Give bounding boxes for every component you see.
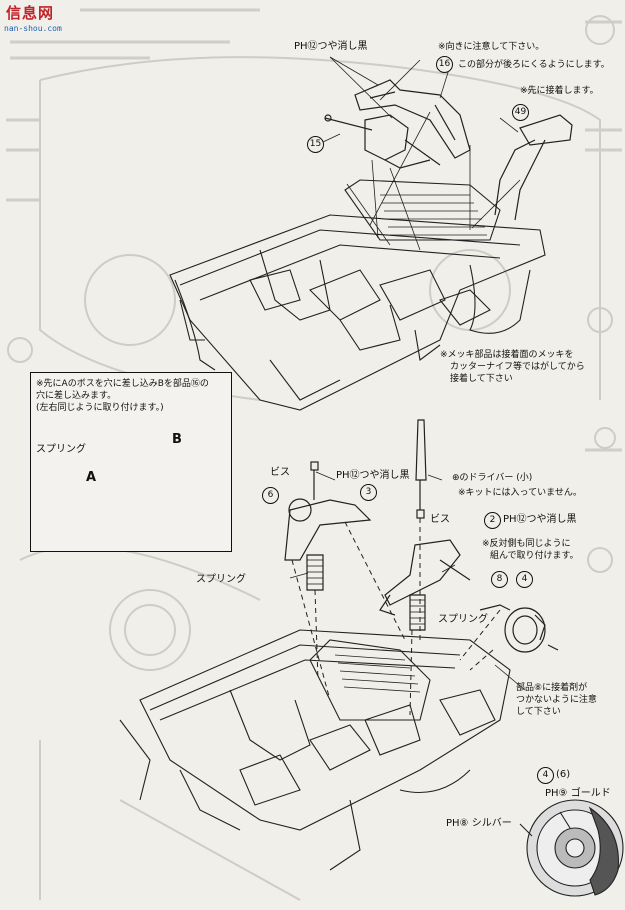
inset-label-b: B	[172, 432, 182, 447]
watermark-logo: 信息网 nan-shou.com	[2, 2, 68, 40]
screwdriver-label: ⊕のドライバー (小)	[452, 473, 533, 483]
part-number-3: 3	[360, 484, 377, 501]
screw-label-right: ビス	[430, 514, 450, 525]
part-number-15: 15	[307, 136, 324, 153]
glue-note-line-1: 部品⑧に接着剤が	[516, 683, 588, 693]
gold-paint-label: PH⑨ ゴールド	[545, 788, 611, 799]
plating-note-line-3: 接着して下さい	[450, 374, 513, 384]
opposite-side-note-2: 組んで取り付けます。	[490, 551, 579, 561]
inset-note-line-3: (左右同じように取り付けます。)	[36, 403, 164, 413]
spring-label-left: スプリング	[196, 574, 246, 585]
watermark-url: nan-shou.com	[4, 24, 62, 33]
attach-first-note: ※先に接着します。	[520, 86, 599, 96]
inset-note-line-2: 穴に差し込みます。	[36, 391, 117, 401]
part-number-8: 8	[491, 571, 508, 588]
part-number-16: 16	[436, 56, 453, 73]
opposite-side-note-1: ※反対側も同じように	[482, 539, 571, 549]
silver-paint-label: PH⑧ シルバー	[446, 818, 512, 829]
paint-label-part-2: PH⑫つや消し黒	[503, 514, 577, 525]
inset-label-a: A	[86, 470, 97, 485]
kit-not-included-note: ※キットには入っていません。	[458, 488, 582, 498]
glue-note-line-2: つかないように注意	[516, 695, 597, 705]
part-number-6: 6	[262, 487, 279, 504]
inset-spring-label: スプリング	[36, 444, 86, 455]
part-16-note: この部分が後ろにくるようにします。	[458, 60, 610, 70]
glue-note-line-3: して下さい	[516, 707, 561, 717]
watermark-text: 信息网	[6, 4, 55, 22]
paint-label-part-3: PH⑫つや消し黒	[336, 470, 410, 481]
part-number-4: 4	[516, 571, 533, 588]
inset-note-line-1: ※先にAのボスを穴に差し込みBを部品⑯の	[36, 379, 209, 389]
paint-label-top: PH⑫つや消し黒	[294, 41, 368, 52]
direction-note: ※向きに注意して下さい。	[438, 42, 545, 52]
screw-label-left: ビス	[270, 467, 290, 478]
plating-note-line-1: ※メッキ部品は接着面のメッキを	[440, 350, 574, 360]
plating-note-line-2: カッターナイフ等ではがしてから	[450, 362, 585, 372]
part-number-2: 2	[484, 512, 501, 529]
spring-label-right: スプリング	[438, 614, 488, 625]
part-number-49: 49	[512, 104, 529, 121]
part-number-6-disc: (6)	[556, 769, 571, 780]
part-number-4-disc: 4	[537, 767, 554, 784]
inset-detail-box	[30, 372, 232, 552]
